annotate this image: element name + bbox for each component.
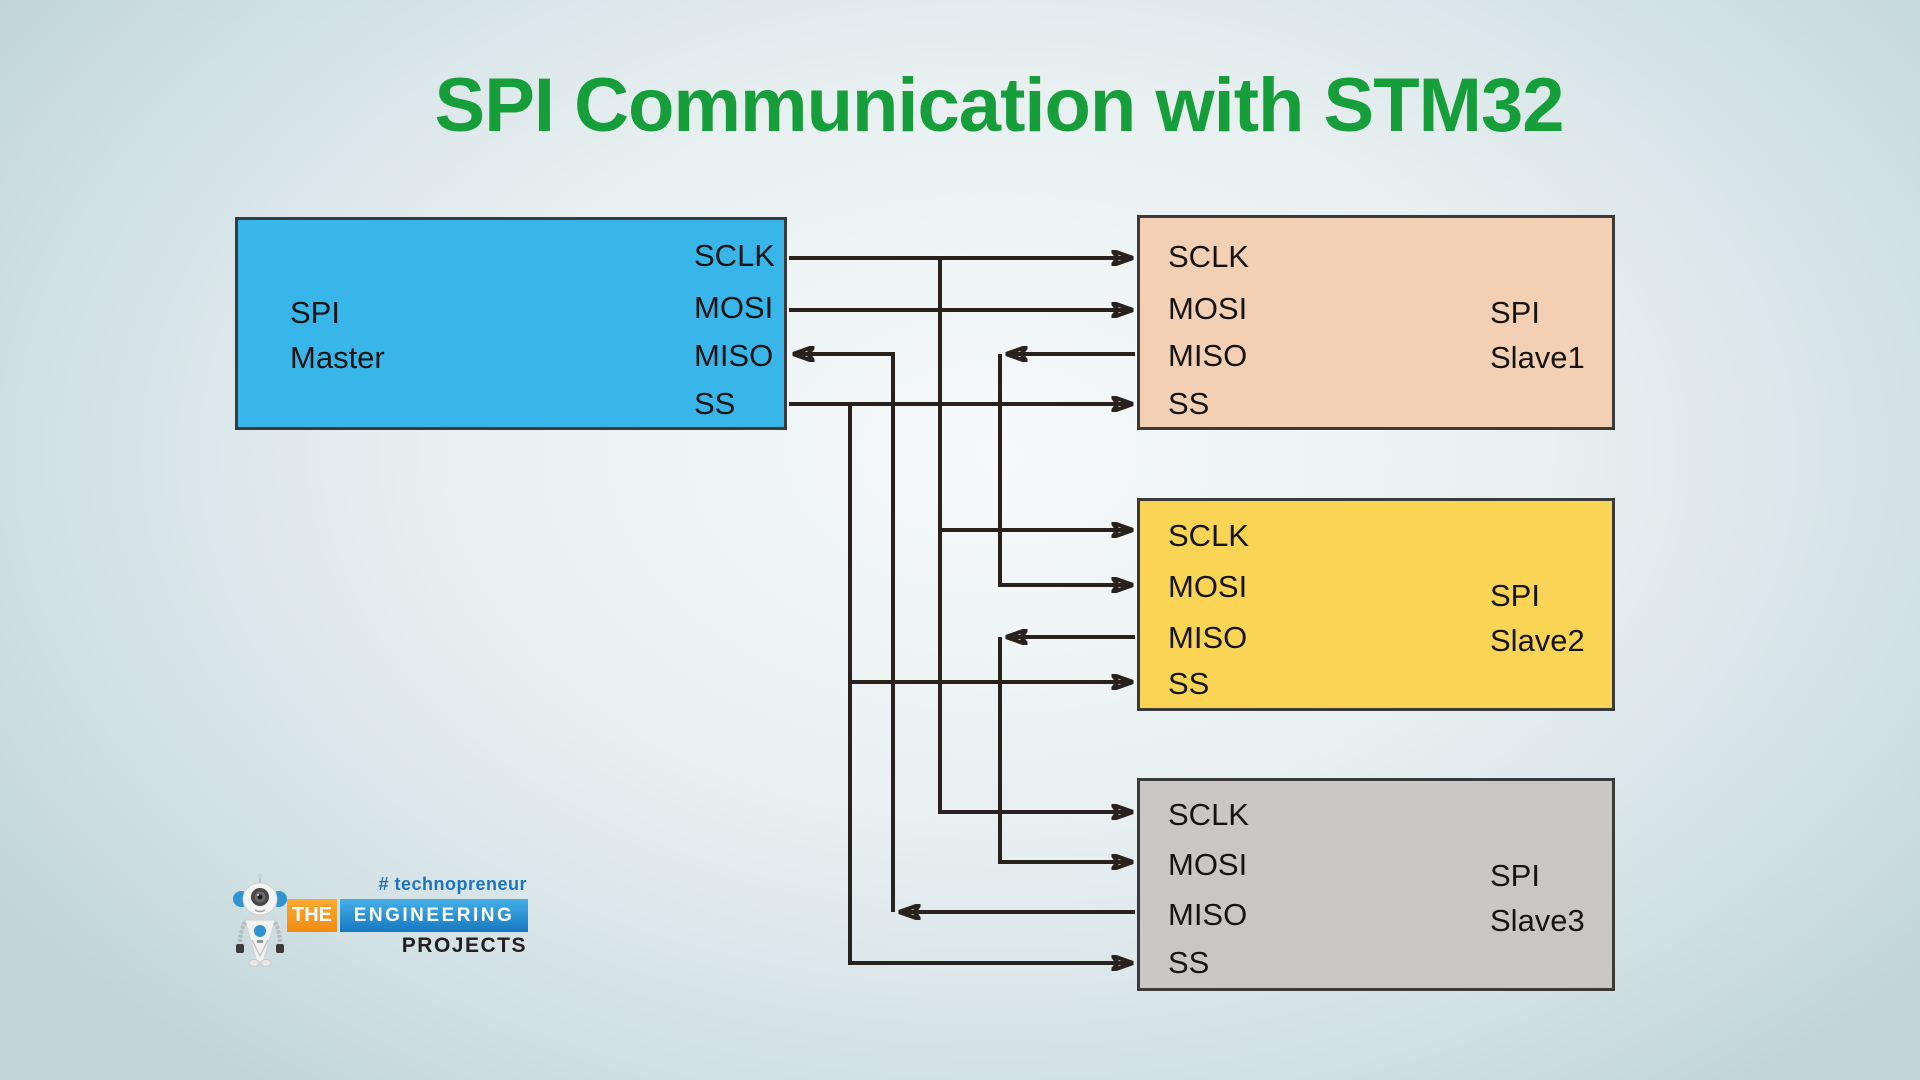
spi-slave2-label-line1: SPI: [1490, 578, 1540, 613]
slave1-pin-ss: SS: [1168, 386, 1210, 421]
page-title: SPI Communication with STM32: [434, 63, 1565, 148]
wire-miso-chain-slave1-to-slave2: [998, 354, 1133, 585]
spi-slave1-label-line1: SPI: [1490, 295, 1540, 330]
logo-wordmark: THE ENGINEERING: [287, 899, 528, 932]
spi-slave2-label: SPI Slave2: [1490, 573, 1585, 663]
slave2-pin-ss: SS: [1168, 666, 1210, 701]
logo-engineering-badge: ENGINEERING: [340, 899, 528, 932]
spi-slave1-box: SPI Slave1 SCLK MOSI MISO SS: [1137, 215, 1615, 430]
slave2-pin-miso: MISO: [1168, 620, 1248, 655]
slave3-pin-sclk: SCLK: [1168, 797, 1249, 832]
brand-logo: # technopreneur THE ENGINEERING PROJECTS: [230, 870, 530, 972]
spi-master-label-line2: Master: [290, 340, 385, 375]
spi-slave1-label: SPI Slave1: [1490, 290, 1585, 380]
spi-master-label: SPI Master: [290, 290, 385, 380]
slave2-pin-mosi: MOSI: [1168, 569, 1248, 604]
spi-slave3-box: SPI Slave3 SCLK MOSI MISO SS: [1137, 778, 1615, 991]
wire-sclk-trunk-to-slave3: [938, 258, 1133, 812]
logo-the-badge: THE: [287, 899, 337, 932]
master-pin-ss: SS: [694, 386, 736, 421]
wire-miso-chain-slave2-to-slave3: [998, 637, 1133, 862]
wire-miso-return-to-master: [793, 354, 895, 912]
spi-slave2-label-line2: Slave2: [1490, 623, 1585, 658]
master-pin-mosi: MOSI: [694, 290, 774, 325]
master-pin-sclk: SCLK: [694, 238, 775, 273]
spi-slave3-label-line1: SPI: [1490, 858, 1540, 893]
slave3-pin-ss: SS: [1168, 945, 1210, 980]
slave1-pin-miso: MISO: [1168, 338, 1248, 373]
wire-ss-trunk-to-slave3: [848, 404, 1133, 963]
spi-slave3-label-line2: Slave3: [1490, 903, 1585, 938]
slave1-pin-mosi: MOSI: [1168, 291, 1248, 326]
slave1-pin-sclk: SCLK: [1168, 239, 1249, 274]
spi-master-box: SPI Master SCLK MOSI MISO SS: [235, 217, 787, 430]
robot-mascot-icon: [233, 873, 287, 967]
slave2-pin-sclk: SCLK: [1168, 518, 1249, 553]
logo-projects-text: PROJECTS: [401, 934, 527, 957]
spi-master-label-line1: SPI: [290, 295, 340, 330]
logo-hashtag-text: # technopreneur: [378, 874, 527, 894]
master-pin-miso: MISO: [694, 338, 774, 373]
spi-slave1-label-line2: Slave1: [1490, 340, 1585, 375]
slave3-pin-miso: MISO: [1168, 897, 1248, 932]
slave3-pin-mosi: MOSI: [1168, 847, 1248, 882]
spi-slave2-box: SPI Slave2 SCLK MOSI MISO SS: [1137, 498, 1615, 711]
spi-slave3-label: SPI Slave3: [1490, 853, 1585, 943]
